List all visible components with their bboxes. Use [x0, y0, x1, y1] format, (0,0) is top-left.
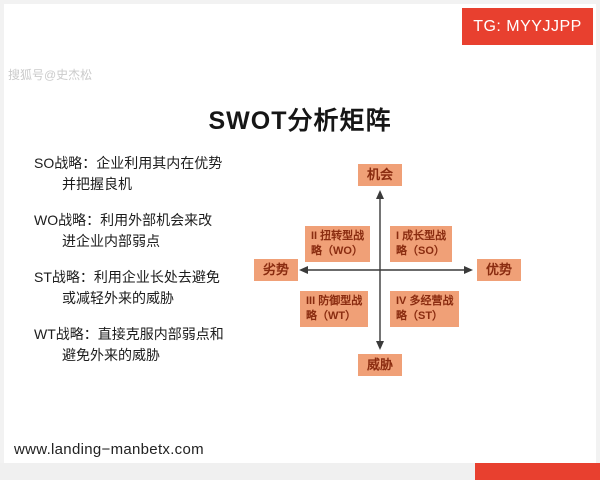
quadrant-wt-line1: III 防御型战: [306, 295, 363, 307]
quadrant-wo-line1: II 扭转型战: [311, 230, 365, 242]
strategy-st-line1: ST战略：利用企业长处去避免: [34, 269, 220, 285]
tg-banner: TG: MYYJJPP: [462, 8, 593, 45]
quadrant-st: IV 多经营战 略（ST）: [390, 291, 460, 327]
arrow-down-icon: [376, 341, 384, 350]
quadrant-so-line2: 略（SO）: [396, 245, 445, 257]
page-title: SWOT分析矩阵: [208, 107, 392, 135]
strategy-list: SO战略：企业利用其内在优势 并把握良机 WO战略：利用外部机会来改 进企业内部…: [34, 153, 272, 381]
strategy-wo-line1: WO战略：利用外部机会来改: [34, 212, 213, 228]
quadrant-st-line2: 略（ST）: [396, 310, 444, 322]
footer-url: www.landing−manbetx.com: [14, 441, 204, 458]
arrow-right-icon: [464, 266, 473, 274]
strategy-wt: WT战略：直接克服内部弱点和 避免外来的威胁: [34, 324, 272, 366]
bottom-strip: [0, 463, 600, 480]
quadrant-wo-line2: 略（WO）: [311, 245, 363, 257]
quadrant-wt-line2: 略（WT）: [306, 310, 357, 322]
quadrant-so: I 成长型战 略（SO）: [390, 226, 453, 262]
quadrant-wo: II 扭转型战 略（WO）: [305, 226, 371, 262]
strategy-so-line1: SO战略：企业利用其内在优势: [34, 155, 223, 171]
sohu-watermark: 搜狐号@史杰松: [8, 68, 93, 82]
strategy-wt-line1: WT战略：直接克服内部弱点和: [34, 326, 224, 342]
axis-label-strength: 优势: [477, 259, 522, 281]
swot-matrix: 机会 威胁 劣势 优势 II 扭转型战 略（WO） I 成长型战 略（SO） I…: [240, 155, 540, 385]
arrow-left-icon: [299, 266, 308, 274]
strategy-st-line2: 或减轻外来的威胁: [62, 290, 174, 306]
strategy-wt-line2: 避免外来的威胁: [62, 347, 160, 363]
quadrant-so-line1: I 成长型战: [396, 230, 447, 242]
quadrant-wt: III 防御型战 略（WT）: [300, 291, 369, 327]
axis-cross: [299, 190, 473, 350]
axis-label-opportunity: 机会: [358, 164, 403, 186]
strategy-st: ST战略：利用企业长处去避免 或减轻外来的威胁: [34, 267, 272, 309]
axis-label-threat: 威胁: [358, 354, 403, 376]
axis-label-weakness: 劣势: [254, 259, 299, 281]
strategy-wo-line2: 进企业内部弱点: [62, 233, 160, 249]
strategy-so-line2: 并把握良机: [62, 176, 132, 192]
quadrant-st-line1: IV 多经营战: [396, 295, 454, 307]
arrow-up-icon: [376, 190, 384, 199]
strategy-so: SO战略：企业利用其内在优势 并把握良机: [34, 153, 272, 195]
tg-banner-text: TG: MYYJJPP: [473, 17, 582, 35]
red-corner-block: [475, 463, 600, 480]
strategy-wo: WO战略：利用外部机会来改 进企业内部弱点: [34, 210, 272, 252]
